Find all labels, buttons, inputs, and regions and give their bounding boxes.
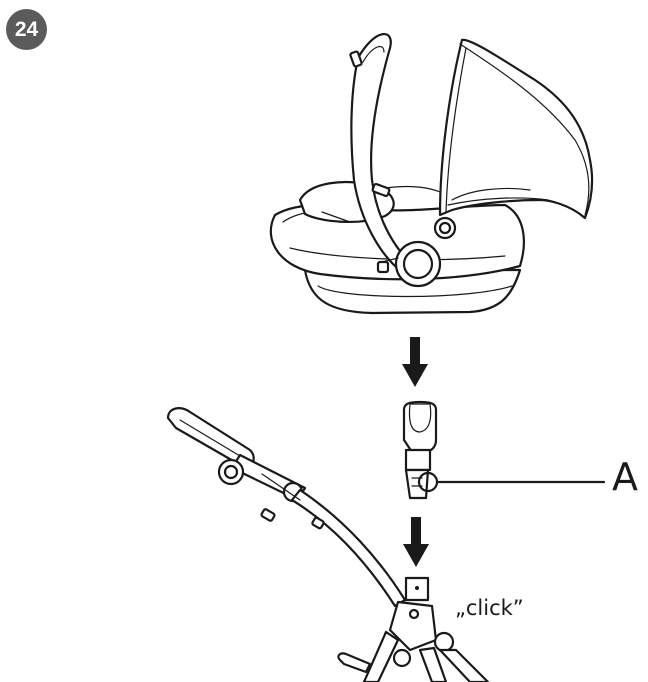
stroller-frame-illustration <box>168 408 488 682</box>
arrow-down-icon-upper <box>402 337 428 387</box>
infant-car-seat-illustration <box>271 34 592 313</box>
click-sound-label: „click” <box>455 598 524 619</box>
callout-label-a: A <box>612 458 638 496</box>
arrow-down-icon-lower <box>403 517 429 567</box>
car-seat-adapter-illustration <box>404 402 604 498</box>
